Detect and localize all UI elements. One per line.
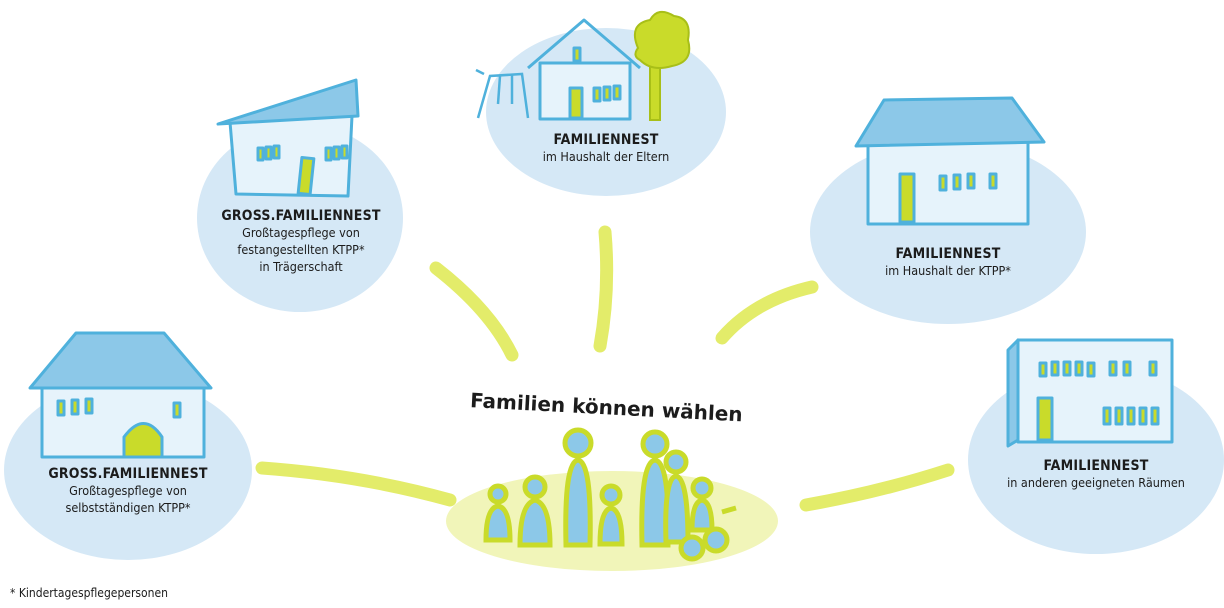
option-label-andere-raeume: FAMILIENNEST in anderen geeigneten Räume… <box>986 458 1206 491</box>
option-line: im Haushalt der Eltern <box>542 149 670 164</box>
connector-upper-right <box>715 280 819 345</box>
option-label-gross-traegerschaft: GROSS.FAMILIENNEST Großtagespflege von f… <box>196 208 406 275</box>
footnote: * Kindertagespflegepersonen <box>10 586 168 600</box>
house-upper-right-icon <box>854 96 1046 226</box>
option-label-gross-selbststaendig: GROSS.FAMILIENNEST Großtagespflege von s… <box>28 466 228 516</box>
figure-7 <box>689 476 715 533</box>
family-figures <box>483 427 737 562</box>
option-line: Großtagespflege von <box>69 483 187 498</box>
house-top-icon <box>527 18 641 121</box>
figure-6 <box>663 449 691 545</box>
connector-upper-left <box>429 261 519 362</box>
option-line: selbstständigen KTPP* <box>65 500 191 515</box>
house-left-icon <box>28 331 213 459</box>
option-title: FAMILIENNEST <box>895 246 1001 262</box>
option-line: Großtagespflege von <box>242 225 360 240</box>
option-label-haushalt-ktpp: FAMILIENNEST im Haushalt der KTPP* <box>848 246 1048 279</box>
stroller <box>678 505 737 562</box>
tree-icon <box>634 10 691 121</box>
option-line: in Trägerschaft <box>259 259 343 274</box>
connector-left <box>255 461 457 507</box>
option-title: GROSS.FAMILIENNEST <box>48 466 208 482</box>
connector-top <box>593 225 614 353</box>
building-right-icon <box>1006 338 1174 448</box>
connector-right <box>799 463 955 512</box>
house-upper-left-icon <box>216 78 360 198</box>
connector-strokes <box>255 225 955 512</box>
option-title: GROSS.FAMILIENNEST <box>221 208 381 224</box>
option-title: FAMILIENNEST <box>1043 458 1149 474</box>
swing-icon <box>475 68 530 119</box>
option-line: in anderen geeigneten Räumen <box>1007 475 1185 490</box>
figure-5 <box>639 429 671 548</box>
option-line: im Haushalt der KTPP* <box>885 263 1011 278</box>
figure-3 <box>562 427 594 548</box>
figure-4 <box>597 483 625 547</box>
figure-1 <box>483 483 513 543</box>
figure-2 <box>517 474 553 548</box>
option-line: festangestellten KTPP* <box>237 242 365 257</box>
option-title: FAMILIENNEST <box>553 132 659 148</box>
option-label-haushalt-eltern: FAMILIENNEST im Haushalt der Eltern <box>506 132 706 165</box>
